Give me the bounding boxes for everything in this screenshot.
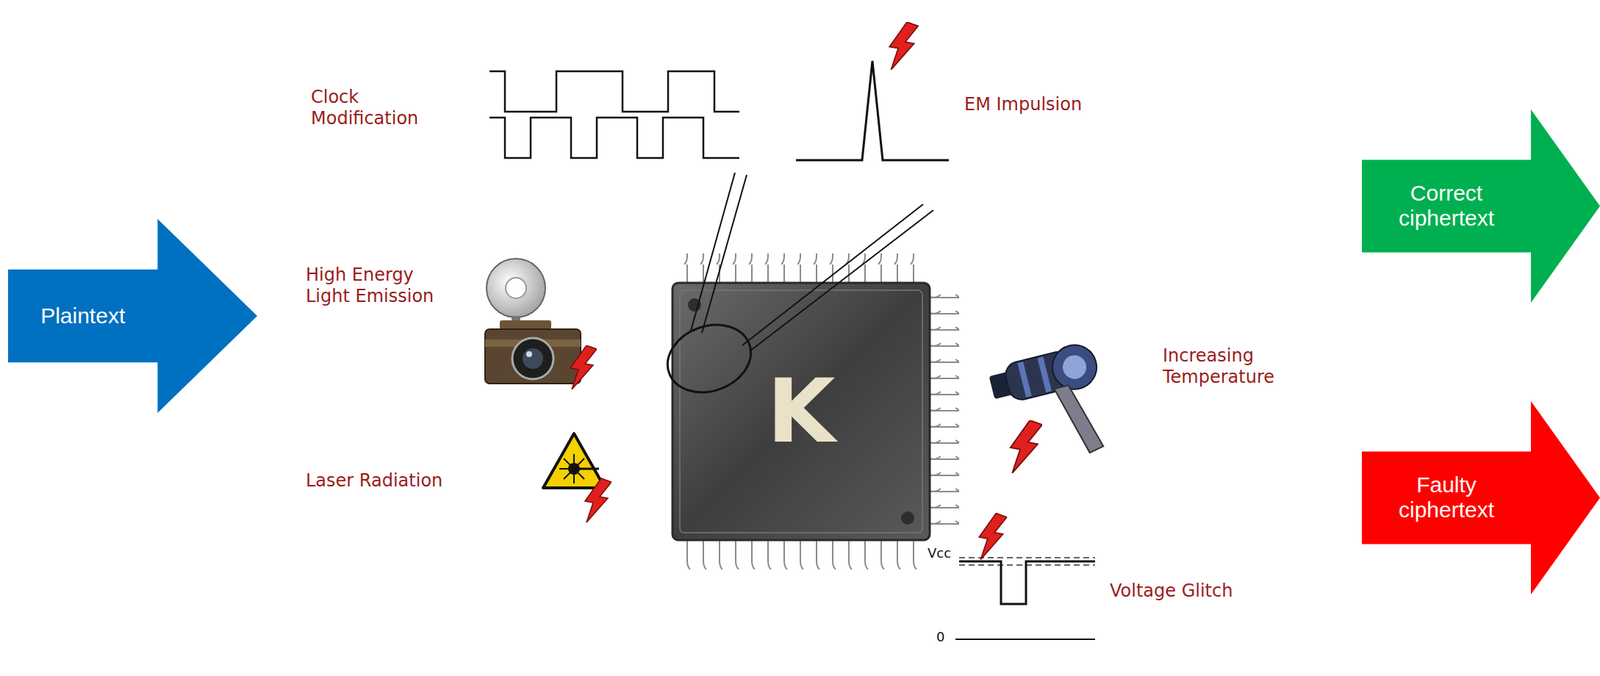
output-arrow: Faulty ciphertext [1361, 401, 1600, 595]
clock-wave [489, 71, 740, 112]
arrow-fill [1361, 109, 1600, 303]
chip-dot [901, 511, 915, 525]
hair-dryer [986, 340, 1117, 472]
input-arrow: Plaintext [8, 219, 258, 414]
attack-label: Laser Radiation [305, 470, 443, 492]
lightning-bolt [978, 513, 1007, 561]
chip-letter: K [672, 282, 930, 541]
attack-label: EM Impulsion [964, 94, 1082, 116]
axis-label: Vcc [927, 545, 952, 562]
flash-camera [485, 258, 581, 384]
arrow-label: Correct ciphertext [1361, 159, 1531, 253]
lightning-bolt [585, 478, 612, 523]
attack-label: High Energy Light Emission [305, 264, 457, 308]
lightning-bolt [570, 345, 597, 390]
arrow-fill [1361, 401, 1600, 595]
attack-label: Increasing Temperature [1162, 345, 1295, 389]
lightning-bolt [889, 22, 918, 70]
arrow-fill [8, 219, 258, 414]
arrow-label: Plaintext [8, 269, 158, 364]
arrow-label: Faulty ciphertext [1361, 451, 1531, 544]
voltage-glitch-plot [955, 557, 1096, 640]
output-arrow: Correct ciphertext [1361, 109, 1600, 303]
laser-warning-sign [543, 433, 605, 489]
chip-key: K [672, 282, 930, 541]
chip-body [672, 282, 930, 541]
lightning-bolt [1010, 420, 1043, 474]
attack-label: Clock Modification [310, 86, 444, 130]
em-spike [795, 61, 949, 161]
clock-wave [489, 117, 740, 159]
attack-label: Voltage Glitch [1109, 580, 1233, 602]
clock-waveforms [489, 71, 740, 159]
axis-label: 0 [936, 629, 945, 646]
